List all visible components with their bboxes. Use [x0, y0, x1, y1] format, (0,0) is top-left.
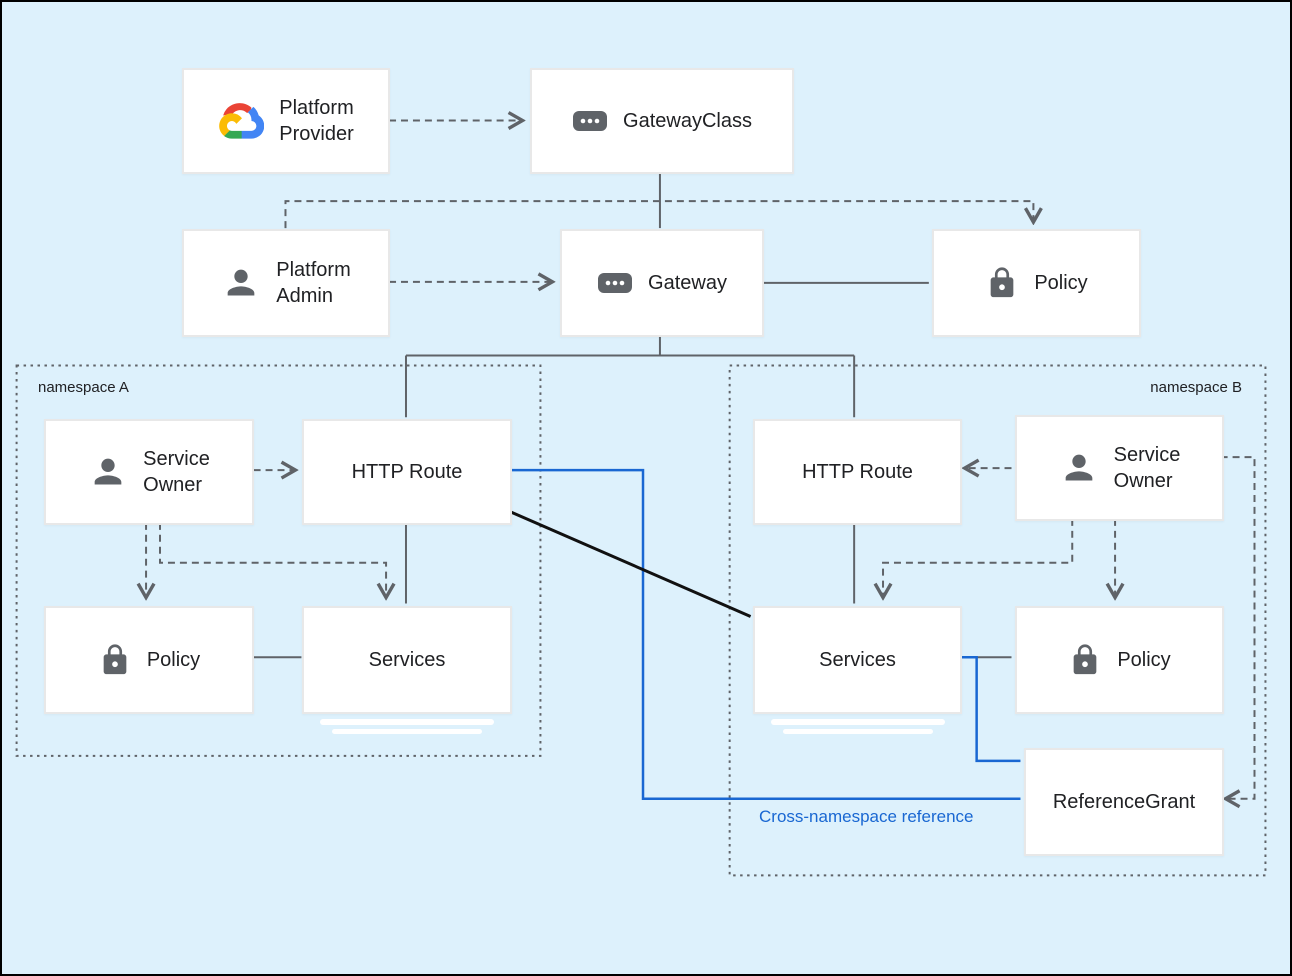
services-b-stack-line: [771, 719, 945, 725]
node-platform-provider: Platform Provider: [182, 68, 390, 174]
edge-admin-policy: [284, 200, 1033, 229]
node-service-owner-a: Service Owner: [44, 419, 254, 525]
lock-icon: [98, 643, 132, 677]
node-services-a: Services: [302, 606, 512, 714]
node-label: HTTP Route: [351, 461, 463, 483]
node-policy-cluster: Policy: [932, 229, 1141, 337]
node-http-route-b: HTTP Route: [753, 419, 962, 525]
namespace-a-region: [15, 364, 542, 757]
edge-services-b-referencegrant: [958, 656, 1021, 763]
node-label: Services: [368, 649, 446, 671]
services-a-stack-line: [332, 729, 482, 734]
google-cloud-icon: [218, 102, 265, 140]
edge-gateway-httproutes-tree: [404, 335, 856, 418]
node-gateway: Gateway: [560, 229, 764, 337]
node-http-route-a: HTTP Route: [302, 419, 512, 525]
resource-chip-icon: [572, 110, 608, 132]
node-label: Policy: [1117, 649, 1171, 671]
lock-icon: [985, 266, 1019, 300]
services-a-stack-line: [320, 719, 494, 725]
edge-httproute-a-referencegrant-crossns: [510, 468, 1021, 800]
node-reference-grant: ReferenceGrant: [1024, 748, 1224, 856]
node-policy-b: Policy: [1015, 606, 1224, 714]
person-icon: [1059, 448, 1099, 488]
node-service-owner-b: Service Owner: [1015, 415, 1224, 521]
node-label: Services: [819, 649, 896, 671]
node-label: Platform Admin: [276, 259, 351, 307]
node-label: Policy: [1034, 272, 1088, 294]
node-policy-a: Policy: [44, 606, 254, 714]
node-gateway-class: GatewayClass: [530, 68, 794, 174]
node-services-b: Services: [753, 606, 962, 714]
node-platform-admin: Platform Admin: [182, 229, 390, 337]
services-b-stack-line: [783, 729, 933, 734]
resource-chip-icon: [597, 272, 633, 294]
edge-serviceowner-b-referencegrant: [1220, 456, 1256, 799]
person-icon: [221, 263, 261, 303]
lock-icon: [1068, 643, 1102, 677]
node-label: Service Owner: [143, 448, 210, 496]
node-label: Policy: [146, 649, 201, 671]
cross-namespace-reference-label: Cross-namespace reference: [759, 807, 974, 826]
node-label: ReferenceGrant: [1052, 791, 1196, 813]
node-label: GatewayClass: [623, 110, 752, 132]
namespace-b-label: namespace B: [1150, 379, 1242, 396]
node-label: Gateway: [648, 272, 727, 294]
node-label: Platform Provider: [279, 97, 354, 145]
node-label: Service Owner: [1113, 444, 1181, 492]
edge-serviceowner-a-services-a: [159, 522, 386, 598]
node-label: HTTP Route: [802, 461, 913, 483]
namespace-a-label: namespace A: [38, 379, 129, 396]
edge-serviceowner-b-services-b: [883, 518, 1074, 598]
person-icon: [88, 452, 128, 492]
edge-httproute-a-services-b: [509, 510, 752, 618]
